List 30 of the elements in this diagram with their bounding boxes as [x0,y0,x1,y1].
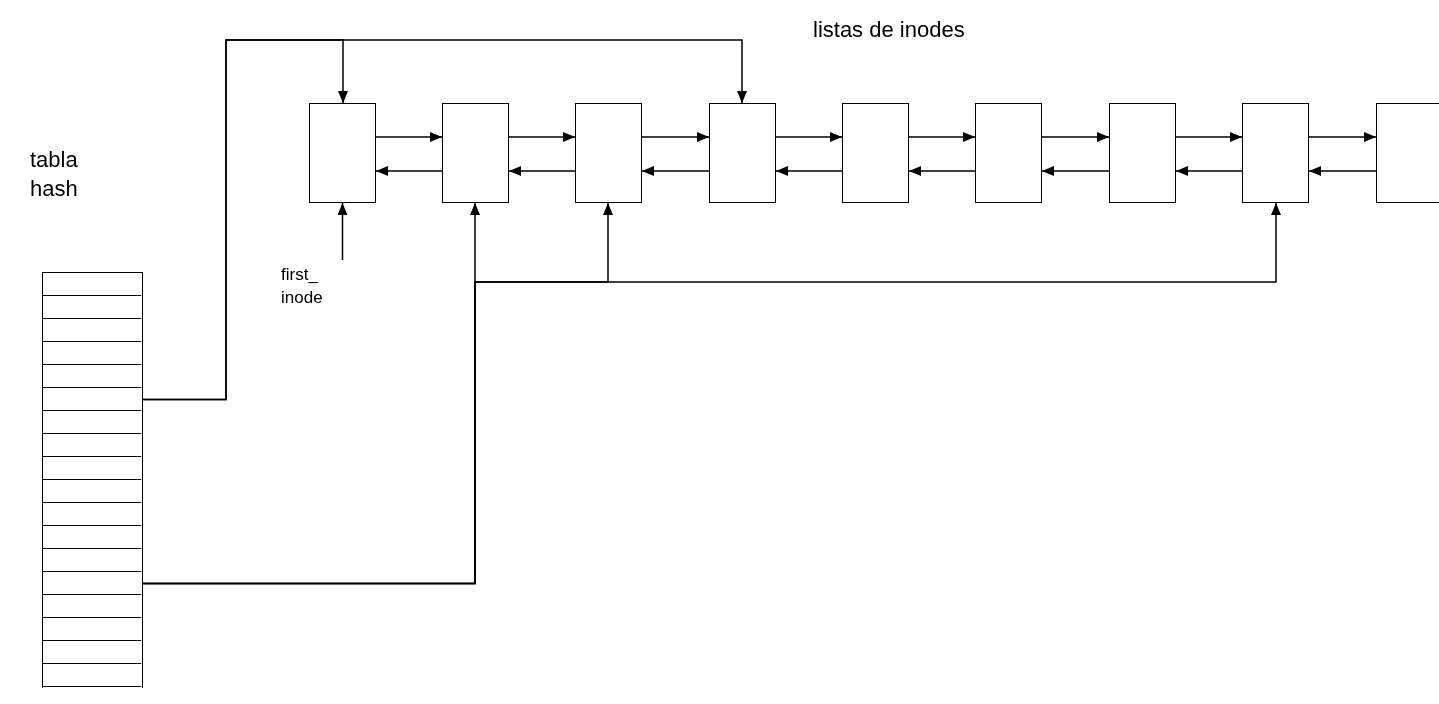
inode-box [1376,103,1439,203]
pointer-arrow [337,202,348,261]
pointer-arrow [908,166,976,176]
pointer-arrow [1041,132,1110,142]
inode-box [309,103,376,203]
pointer-arrow [375,166,443,176]
hash-table [42,272,143,688]
pointer-arrow [775,132,843,142]
pointer-arrow [375,132,443,142]
inode-box [1242,103,1309,203]
inode-box [1109,103,1176,203]
pointer-arrow [641,166,710,176]
list-title: listas de inodes [813,16,965,44]
pointer-arrow [1041,166,1110,176]
inode-box [709,103,776,203]
pointer-arrow [1308,132,1377,142]
inode-box [975,103,1042,203]
pointer-arrow [1308,166,1377,176]
pointer-arrow [775,166,843,176]
pointer-arrow [1175,132,1243,142]
pointer-arrow [908,132,976,142]
pointer-arrow [508,166,576,176]
pointer-arrow [1175,166,1243,176]
table-title: tabla hash [30,146,79,203]
inode-box [575,103,642,203]
inode-box [842,103,909,203]
inode-pointer-label: first_ inode [281,264,331,310]
pointer-arrow [508,132,576,142]
inode-box [442,103,509,203]
pointer-arrow [641,132,710,142]
